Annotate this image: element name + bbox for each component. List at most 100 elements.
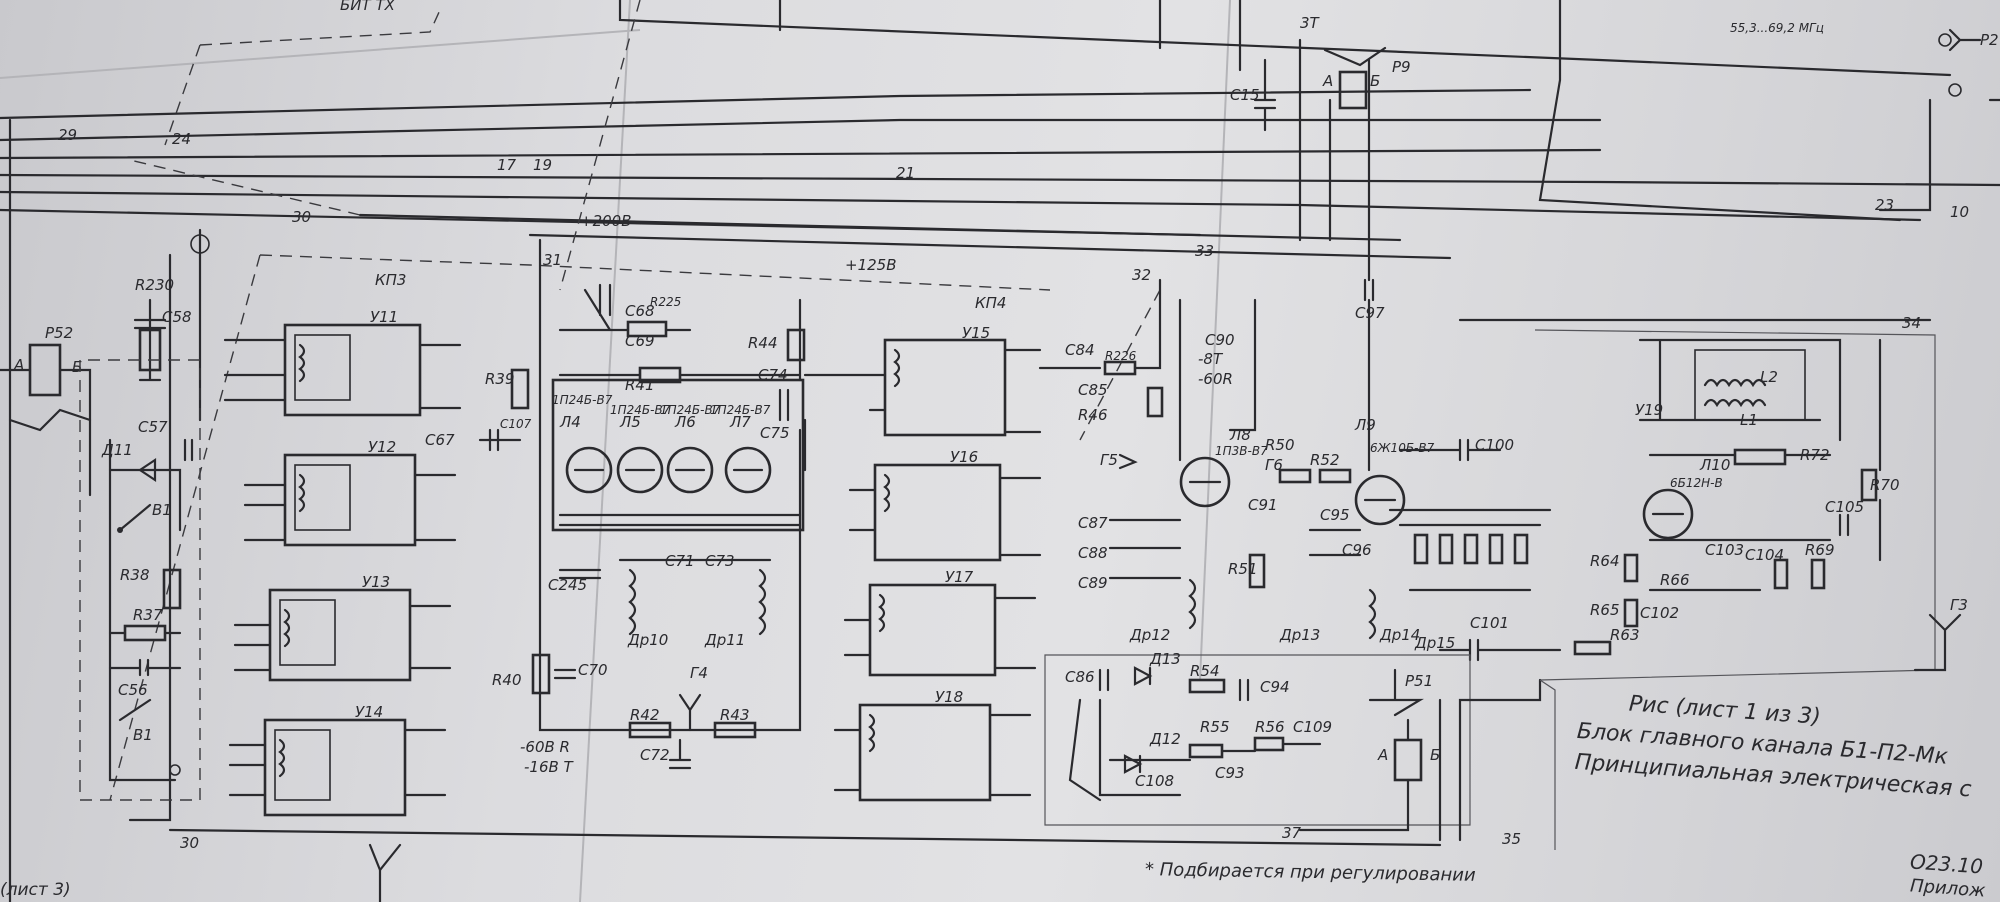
voltage-label-neg16: -16В Т [524,758,575,776]
capacitor-label: С58 [162,308,192,326]
tube-stage-l9: Л9 6Ж10Б-В7 С100 С95 С96 Др13 Др14 Др15 … [1230,38,1562,662]
capacitor-label: С72 [640,746,670,764]
module-label: У11 [370,308,398,326]
switch-label-kp4: КП4 [975,294,1006,312]
bus-lines [0,0,2000,260]
module-label: У12 [368,438,396,456]
switch-label-kp3: КП3 [375,271,406,289]
tube-stage-l8: Л8 1П3В-В7 С84 R226 С85 R46 С90 Г5 С87 С… [1038,278,1352,644]
switch-label: В1 [133,726,153,744]
resistor-label: R56 [1255,718,1285,736]
connector-label: Г4 [690,664,708,682]
terminal-label: А [1377,746,1388,764]
capacitor-label: С86 [1065,668,1095,686]
choke-label: Др11 [704,631,745,649]
capacitor-label: С85 [1078,381,1108,399]
wire-number: 33 [1195,242,1214,260]
capacitor-label: С67 [425,431,455,449]
capacitor-label: С87 [1078,514,1108,532]
resistor-label: R50 [1265,436,1295,454]
tube-stage-l4-l7: Л4 Л5 Л6 Л7 1П24Б-В7 1П24Б-В7 1П24Б-В7 1… [425,238,807,770]
capacitor-label: С88 [1078,544,1108,562]
capacitor-label: С89 [1078,574,1108,592]
relay-label: Р2 [1980,31,1999,49]
module-label: У17 [945,568,974,586]
wire-number: 17 [497,156,517,174]
capacitor-label: С109 [1293,718,1332,736]
terminal-label: Б [72,358,82,376]
voltage-label-neg60r: -60R [1198,370,1233,388]
wire-number: 3Т [1300,14,1321,32]
choke-label: Др14 [1379,626,1420,644]
tube-type: 1П24Б-В7 [552,393,613,407]
resistor-label: R44 [748,334,778,352]
tube-label: Л6 [674,413,696,431]
capacitor-label: С96 [1342,541,1372,559]
voltage-label-neg60: -60В R [520,738,570,756]
connector-label: Г5 [1100,451,1118,469]
wire-number: 21 [896,164,915,182]
wire-number: 34 [1902,314,1921,332]
capacitor-label: С105 [1825,498,1864,516]
resistor-label: R38 [120,566,150,584]
relay-label: Р52 [45,324,73,342]
resistor-label: R43 [720,706,750,724]
tube-label: Л9 [1354,416,1376,434]
wire-number: 24 [172,130,191,148]
document-number: О23.10 [1909,849,1984,879]
module-u15: У15 [803,324,1042,437]
capacitor-label: С108 [1135,772,1174,790]
choke-label: Др15 [1414,634,1455,652]
capacitor-label: С68 [625,302,655,320]
module-u18: У18 [833,688,1032,802]
choke-label: Др12 [1129,626,1170,644]
resistor-label: R230 [135,276,174,294]
capacitor-label: С70 [578,661,608,679]
connector-label: Г3 [1950,596,1968,614]
capacitor-label: С57 [138,418,168,436]
resistor-label: R70 [1870,476,1900,494]
resistor-label: R225 [650,295,681,309]
choke-label: Др10 [627,631,668,649]
capacitor-label: С74 [758,366,788,384]
resistor-label: R66 [1660,571,1690,589]
diode-label: Д11 [101,441,133,459]
resistor-label: R41 [625,376,655,394]
resistor-label: R51 [1228,560,1258,578]
wire-number: 35 [1502,830,1521,848]
tube-type: 1П24Б-В7 [710,403,771,417]
capacitor-label: С15 [1230,86,1260,104]
module-u11: У11 [223,308,462,417]
terminal-label: Б [1370,72,1380,90]
wire-number: 30 [292,208,311,226]
wire-number: 37 [1282,824,1302,842]
inductor-label: L1 [1740,411,1758,429]
wire-number: 23 [1875,196,1894,214]
module-label: У15 [962,324,990,342]
module-u13: У13 [233,573,452,682]
shield-outline [79,359,201,801]
resistor-label: R63 [1610,626,1640,644]
voltage-label-125v: +125В [845,256,897,274]
detector-block: С86 Д13 R54 С94 Д12 R55 R56 С109 С108 С9… [1044,650,1471,842]
terminal-label: Б [1430,746,1440,764]
fold-crease [579,0,631,902]
wire-number: 31 [543,251,562,269]
resistor-label: R37 [133,606,163,624]
tube-type: 6Б12Н-В [1670,476,1723,490]
capacitor-label: С101 [1470,614,1509,632]
resistor-label: R46 [1078,406,1108,424]
capacitor-label: С56 [118,681,148,699]
terminal-label: А [13,356,24,374]
sheet-ref-left: (лист 3) [0,880,71,900]
capacitor-label: С84 [1065,341,1095,359]
capacitor-label: С103 [1705,541,1744,559]
wire-number: 29 [58,126,77,144]
module-label: У14 [355,703,383,721]
left-block: Р52 А Б R230 С58 С57 Д11 В1 R38 R37 С56 … [0,118,210,902]
resistor-label: R55 [1200,718,1230,736]
wire-number: 19 [533,156,552,174]
capacitor-label: С100 [1475,436,1514,454]
